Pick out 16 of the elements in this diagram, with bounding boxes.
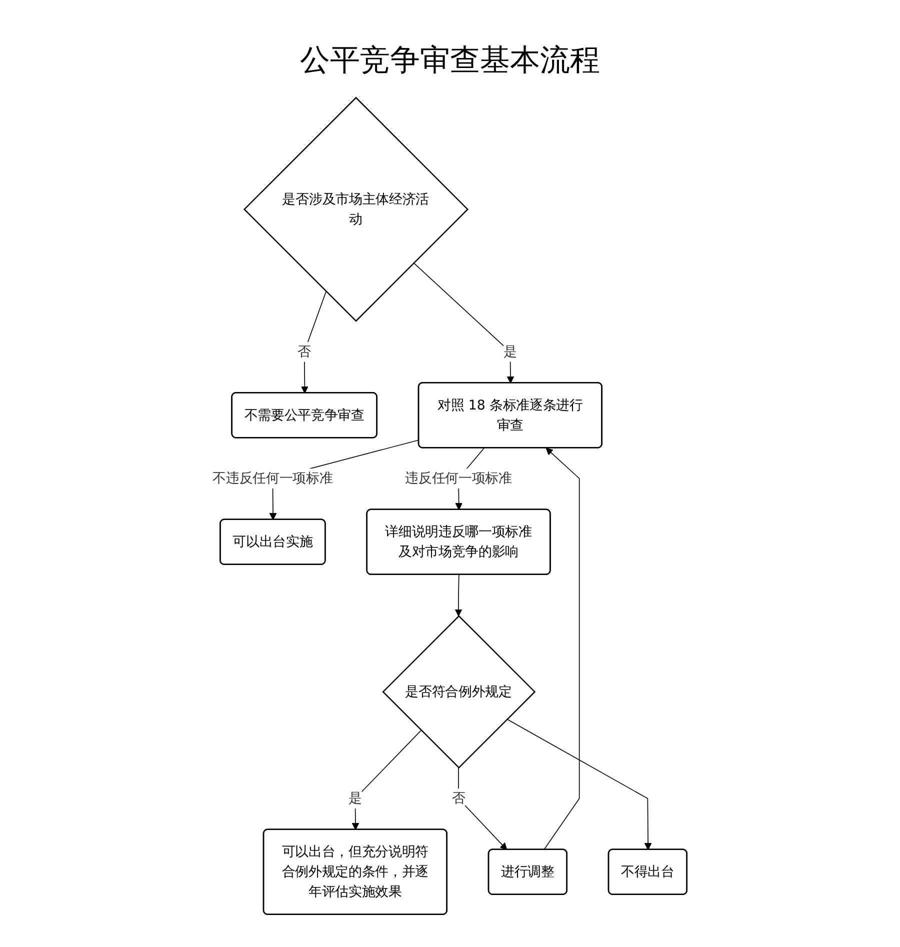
node-diamond: 是否符合例外规定 <box>382 615 536 769</box>
edge-label: 否 <box>298 344 312 360</box>
arrow <box>458 767 508 850</box>
arrow <box>352 730 422 830</box>
edge-label: 否 <box>452 790 466 806</box>
edge-label: 不违反任何一项标准 <box>212 470 333 486</box>
diagram-title: 公平竞争审查基本流程 <box>299 42 601 80</box>
edge-label: 是 <box>504 344 518 360</box>
arrow <box>506 718 652 850</box>
arrow <box>544 448 580 850</box>
edge-label: 是 <box>348 790 362 806</box>
arrow <box>455 574 462 616</box>
node-diamond: 是否涉及市场主体经济活动 <box>244 96 469 322</box>
arrow <box>301 291 327 394</box>
edge-label: 违反任何一项标准 <box>405 470 512 486</box>
arrow <box>414 262 514 384</box>
